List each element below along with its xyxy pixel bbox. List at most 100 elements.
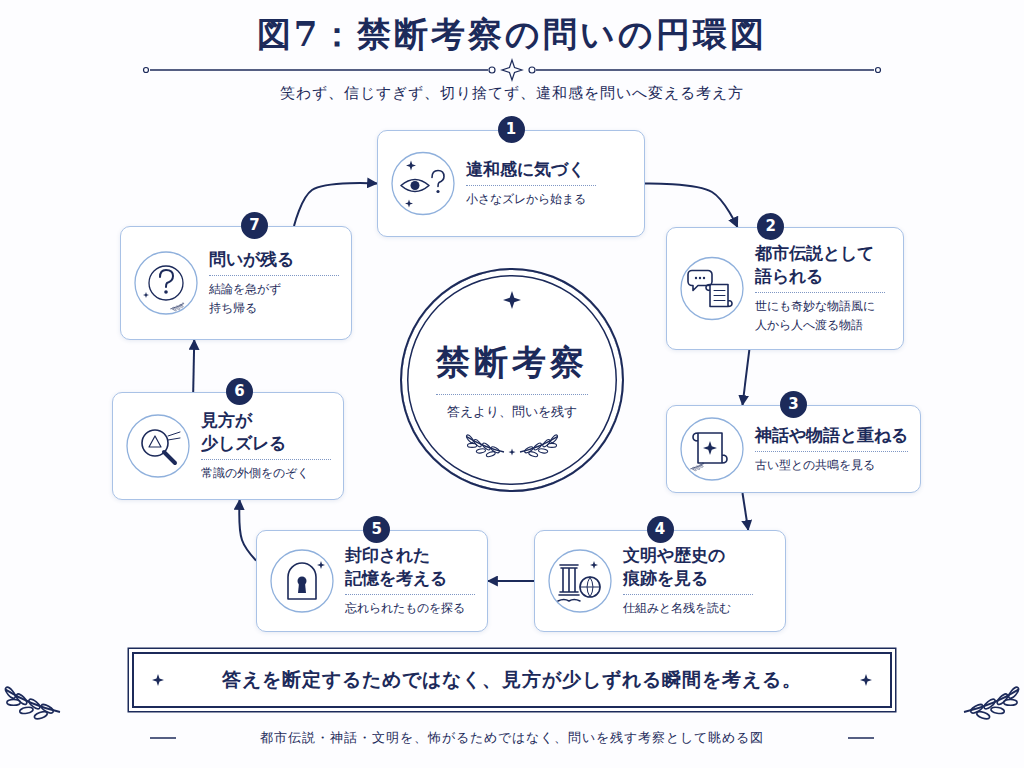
leaf: [547, 443, 556, 447]
leaf: [538, 448, 548, 454]
cycle-arrow: [488, 580, 534, 582]
leaf: [482, 442, 492, 451]
scroll-line: [714, 295, 725, 296]
caption: 都市伝説・神話・文明を、怖がるためではなく、問いを残す考察として眺める図: [0, 729, 1024, 747]
cycle-arrow: [193, 340, 194, 392]
dotted-divider: [623, 594, 753, 595]
leaf: [178, 304, 181, 307]
leaf: [701, 462, 704, 465]
triangle: [149, 436, 161, 447]
dot: [529, 67, 535, 73]
question-mark: [160, 270, 173, 287]
step-number-badge: 3: [780, 391, 807, 418]
text-column: 問いが残る結論を急がず 持ち帰る: [209, 227, 339, 339]
text-column: 違和感に気づく小さなズレから始まる: [466, 131, 596, 236]
step-text: 問いが残る: [209, 248, 294, 275]
step-text: 結論を急がず 持ち帰る: [209, 276, 281, 317]
step-number-badge: 4: [647, 516, 674, 543]
cycle-arrow: [743, 350, 750, 405]
step-text: 封印された 記憶を考える: [345, 544, 447, 594]
text-column: 封印された 記憶を考える忘れられたものを探る: [345, 531, 475, 631]
laurel-branch: [170, 302, 184, 311]
step-text: 仕組みと名残を読む: [623, 595, 731, 618]
dotted-divider: [466, 185, 596, 186]
scroll-icon: [681, 418, 743, 480]
stem: [690, 463, 704, 469]
sparkle: [406, 161, 416, 171]
eye: [401, 180, 429, 192]
step-text: 見方が 少しズレる: [201, 409, 286, 459]
dotted-divider: [201, 459, 331, 460]
leaf: [19, 706, 33, 714]
leaf: [542, 439, 551, 448]
star: [502, 60, 522, 80]
sight-line: [168, 432, 180, 440]
inner-ring: [149, 266, 183, 300]
leaf: [467, 443, 476, 447]
leaf: [465, 434, 474, 444]
center-text: 禁断考察: [436, 340, 588, 394]
stem: [520, 437, 557, 452]
callout-number: 1: [506, 122, 516, 137]
globe-lines: [580, 577, 600, 597]
step-text: 都市伝説として 語られる: [755, 242, 874, 292]
leaf: [528, 451, 538, 458]
leaf: [695, 465, 698, 468]
text-column: 文明や歴史の 痕跡を見る仕組みと名残を読む: [623, 531, 753, 631]
dot: [144, 68, 149, 73]
cycle-arrow: [743, 493, 749, 530]
keyhole-icon: [271, 550, 333, 612]
dotted-divider: [755, 292, 885, 293]
speech-icon: [681, 258, 743, 320]
leaf: [990, 706, 1004, 714]
step-text: 常識の外側をのぞく: [201, 460, 309, 483]
leaf: [4, 686, 17, 700]
subtitle: 笑わず、信じすぎず、切り捨てず、違和感を問いへ変える考え方: [0, 84, 1024, 103]
leaf: [171, 307, 175, 310]
callout-number: 7: [249, 218, 259, 233]
laurel-branch: [690, 462, 704, 471]
step-box: 問いが残る結論を急がず 持ち帰る7: [120, 226, 352, 340]
sparkle: [405, 200, 413, 208]
dotted-divider: [345, 594, 475, 595]
leaf: [693, 469, 697, 472]
step-text: 忘れられたものを探る: [345, 595, 465, 618]
step-text: 小さなズレから始まる: [466, 186, 586, 209]
icon-ring: [392, 153, 454, 215]
banner-text: 答えを断定するためではなく、見方が少しずれる瞬間を考える。: [222, 667, 802, 693]
step-box: 神話や物語と重ねる古い型との共鳴を見る3: [666, 405, 921, 493]
text-column: 都市伝説として 語られる世にも奇妙な物語風に 人から人へ渡る物語: [755, 228, 885, 349]
callout-number: 6: [234, 384, 244, 399]
step-text: 違和感に気づく: [466, 158, 585, 185]
callout-number: 2: [766, 219, 776, 234]
pillar: [559, 565, 579, 595]
icon-ring: [549, 550, 611, 612]
scroll-line: [714, 300, 725, 301]
center-text: 答えより、問いを残す: [447, 395, 577, 421]
icon-ring: [127, 415, 189, 477]
sparkle: [860, 674, 872, 686]
leaf: [1004, 700, 1017, 706]
stem: [467, 437, 504, 452]
callout-number: 3: [788, 397, 798, 412]
pupil: [411, 181, 420, 190]
sparkle: [703, 441, 717, 455]
callout-number: 5: [371, 522, 381, 537]
dot: [699, 277, 701, 279]
scroll: [693, 433, 727, 463]
dot: [876, 68, 881, 73]
leaf: [976, 710, 991, 720]
scroll-line: [714, 290, 725, 291]
leaf: [177, 308, 181, 310]
cycle-arrow: [645, 183, 737, 227]
step-number-badge: 5: [363, 516, 390, 543]
dot: [489, 67, 495, 73]
icon-ring: [681, 258, 743, 320]
leaf: [27, 697, 41, 710]
icon-ring: [271, 550, 333, 612]
rule: [150, 69, 488, 71]
leaf: [533, 442, 543, 451]
globe: [580, 577, 600, 597]
